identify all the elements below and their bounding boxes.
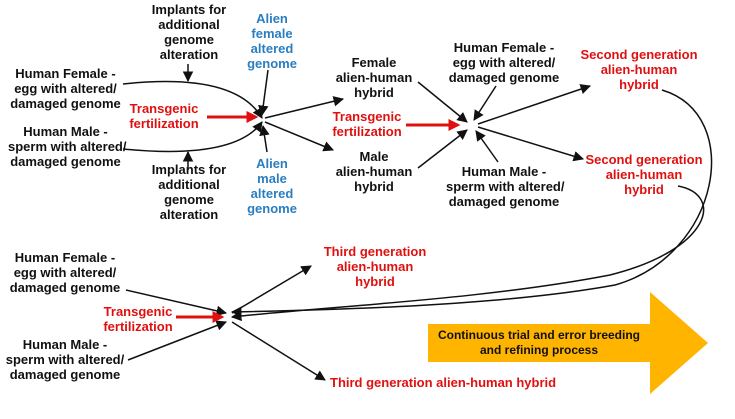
- connector-female-egg: [122, 80, 263, 119]
- gen1-female-input-label: Human Female -egg with altered/damaged g…: [10, 66, 121, 111]
- process-arrow-shape: [428, 292, 708, 394]
- loop-second-gen-bottom: [230, 185, 705, 322]
- connector-alien-female: [258, 69, 269, 117]
- connector-male3-sperm: [127, 320, 227, 361]
- arrow-to-female-hybrid: [264, 96, 345, 119]
- arrow-to-third-gen-bottom: [231, 321, 326, 381]
- arrow-to-second-gen-bottom: [477, 126, 585, 162]
- gen1-male-input-label: Human Male -sperm with altered/damaged g…: [8, 124, 127, 169]
- connector-hybrid-female-stage2: [417, 81, 468, 123]
- arrow-to-second-gen-top: [477, 84, 591, 125]
- gen3-female-input-label: Human Female -egg with altered/damaged g…: [9, 250, 121, 295]
- connector-female3-egg: [125, 289, 228, 316]
- loop-second-gen-top: [230, 89, 713, 318]
- gen3-male-input-label: Human Male -sperm with altered/damaged g…: [5, 337, 125, 382]
- connector-male-sperm: [122, 121, 263, 153]
- arrow-to-third-gen-top: [231, 265, 312, 314]
- arrow-to-male-hybrid: [264, 121, 334, 152]
- connector-female2-egg: [473, 85, 497, 121]
- gen3-hybrid-bottom-label: Third generation alien-human hybrid: [330, 375, 557, 390]
- gen2-male-input-label: Human Male -sperm with altered/damaged g…: [446, 164, 565, 209]
- gen2-female-input-label: Human Female -egg with altered/damaged g…: [448, 40, 560, 85]
- connector-hybrid-male-stage2: [417, 129, 468, 169]
- connector-alien-male: [259, 124, 270, 153]
- connector-male2-sperm: [475, 130, 499, 163]
